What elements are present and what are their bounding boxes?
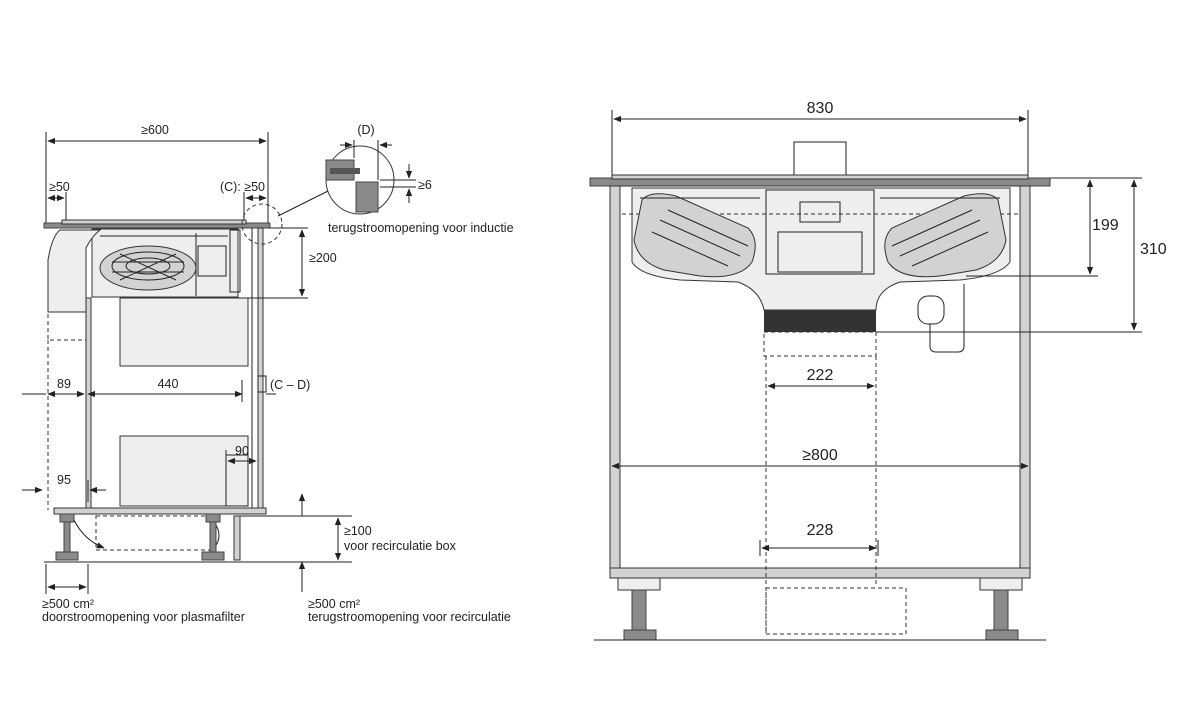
hob-extractor-unit [622, 187, 1020, 332]
cabinet-legs [44, 513, 310, 563]
detail-zoom: (D) ≥6 [325, 123, 432, 215]
dim-width-min-label: ≥600 [141, 123, 169, 137]
note-recirc-box: voor recirculatie box [344, 539, 457, 553]
dim-228: 228 [759, 522, 879, 556]
power-plug [917, 284, 965, 353]
dim-89-label: 89 [57, 377, 71, 391]
hob-unit [91, 228, 241, 298]
dim-830: 830 [611, 100, 1029, 178]
detail-d-label: (D) [357, 123, 374, 137]
dim-199-label: 199 [1092, 217, 1119, 234]
dim-back-gap-label: (C): ≥50 [220, 180, 265, 194]
cabinet-back-wall [257, 227, 264, 511]
dim-228-label: 228 [807, 522, 834, 539]
dim-90: 90 [225, 444, 257, 466]
dim-440-label: 440 [158, 377, 179, 391]
dim-recirc-opening: ≥500 cm² terugstroomopening voor recircu… [298, 493, 511, 624]
note-return-recirc: terugstroomopening voor recirculatie [308, 610, 511, 624]
dim-front-gap-label: ≥50 [49, 180, 70, 194]
plasma-filter-outline [47, 311, 87, 341]
dim-plinth-min-label: ≥100 [344, 524, 372, 538]
cabinet-legs-front [594, 577, 1046, 641]
recirculation-box-front [765, 587, 907, 635]
dim-height-min: ≥200 [238, 227, 337, 299]
area-recirc-value: ≥500 cm² [308, 597, 360, 611]
dim-width-min: ≥600 [45, 123, 269, 225]
detail-callout-circle [241, 203, 283, 245]
dim-310-label: 310 [1140, 241, 1167, 258]
dim-plasma-opening: ≥500 cm² doorstroomopening voor plasmafi… [42, 564, 245, 624]
drawer-lower [119, 435, 249, 507]
front-section-view: 830 [589, 100, 1167, 641]
note-plasma-filter: doorstroomopening voor plasmafilter [42, 610, 245, 624]
dim-95: 95 [22, 473, 106, 502]
dim-222-label: 222 [807, 367, 834, 384]
dim-800-min: ≥800 [611, 447, 1029, 470]
dim-back-gap: (C): ≥50 [220, 180, 267, 224]
dim-back-clearance: (C – D) [257, 375, 310, 393]
dim-199: 199 [966, 177, 1119, 277]
extractor-top [793, 141, 847, 181]
dim-800-min-label: ≥800 [802, 447, 838, 464]
hob-glass [61, 219, 247, 225]
dim-depth-row: 89 440 [22, 377, 276, 402]
dim-plinth-min: ≥100 voor recirculatie box [268, 515, 457, 563]
duct-outline-upper [763, 331, 877, 357]
dim-95-label: 95 [57, 473, 71, 487]
cabinet-front-panel [85, 297, 92, 509]
side-section-view: ≥600 ≥50 (C): ≥50 [22, 123, 514, 624]
dim-height-min-label: ≥200 [309, 251, 337, 265]
dim-back-clearance-label: (C – D) [270, 378, 310, 392]
dim-222: 222 [767, 367, 875, 390]
dim-310: 310 [876, 177, 1167, 333]
dim-front-gap: ≥50 [47, 180, 70, 224]
note-return-induction: terugstroomopening voor inductie [328, 221, 514, 235]
cabinet-bottom [53, 507, 267, 515]
detail-min-label: ≥6 [418, 178, 432, 192]
area-plasma-value: ≥500 cm² [42, 597, 94, 611]
dim-90-label: 90 [235, 444, 249, 458]
recirculation-box-outline [95, 515, 215, 551]
drawer-upper [119, 297, 249, 367]
dim-830-label: 830 [807, 100, 834, 117]
